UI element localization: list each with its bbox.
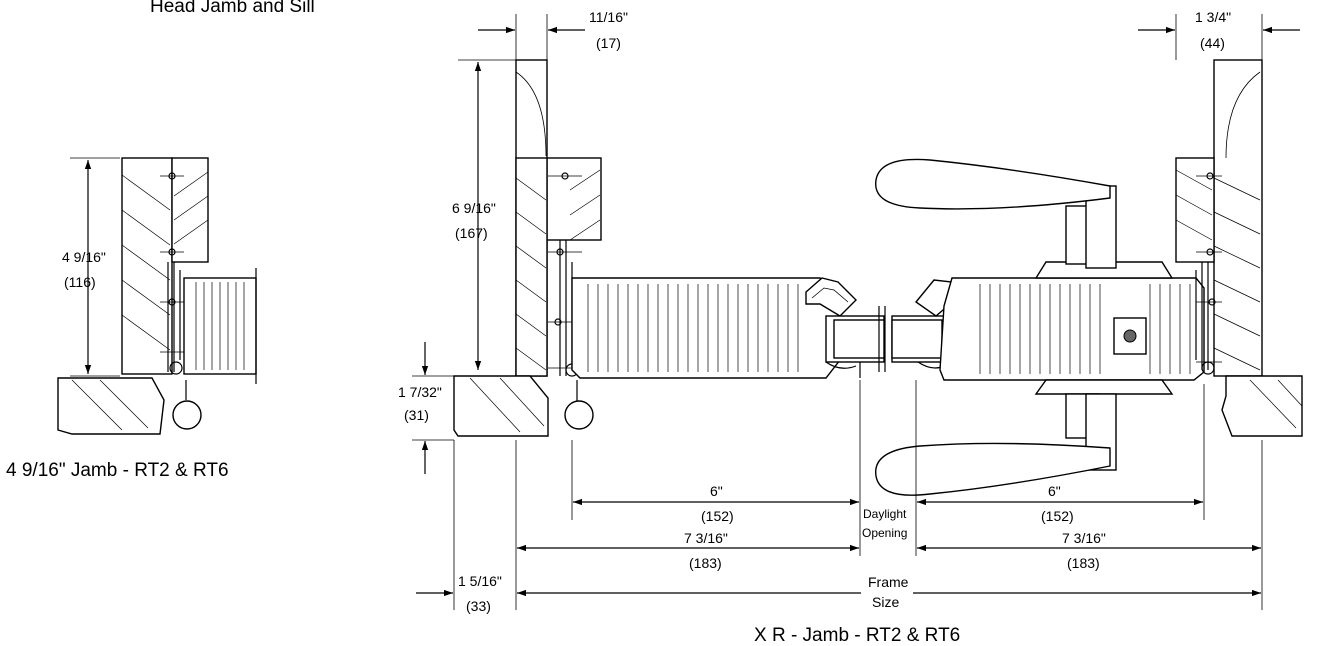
stop-width-mm: (17) (596, 35, 621, 51)
stop-width-in: 11/16" (589, 9, 628, 25)
right-jamb-width-in: 1 3/4" (1195, 9, 1231, 25)
right-jamb-width-mm: (44) (1200, 35, 1225, 51)
main-detail: 11/16" (17) 1 3/4" (44) 6 9/16" (167) 1 … (398, 9, 1303, 646)
left-frame-mm: (183) (689, 555, 722, 571)
left-sash-in: 6" (710, 483, 723, 499)
offset-in: 1 5/16" (458, 573, 502, 589)
frame-label-2: Size (872, 594, 899, 610)
right-sash-in: 6" (1048, 483, 1061, 499)
sill-height-in: 1 7/32" (398, 384, 442, 400)
left-height-in: 4 9/16" (62, 249, 106, 265)
left-height-mm: (116) (64, 274, 96, 290)
left-sash-mm: (152) (701, 508, 734, 524)
right-frame-mm: (183) (1067, 555, 1100, 571)
header-label: Head Jamb and Sill (150, 0, 315, 17)
left-jamb-height-in: 6 9/16" (452, 200, 496, 216)
right-frame-in: 7 3/16" (1062, 530, 1106, 546)
right-sash-mm: (152) (1041, 508, 1074, 524)
left-caption: 4 9/16" Jamb - RT2 & RT6 (6, 460, 229, 481)
main-caption: X R - Jamb - RT2 & RT6 (754, 625, 960, 646)
daylight-label-2: Opening (862, 526, 907, 540)
left-jamb-height-mm: (167) (455, 225, 488, 241)
frame-label-1: Frame (868, 574, 909, 590)
daylight-label-1: Daylight (863, 507, 907, 521)
left-detail: 4 9/16" (116) 4 9/16" Jamb - RT2 & RT6 (6, 157, 257, 481)
sill-height-mm: (31) (404, 407, 429, 423)
left-frame-in: 7 3/16" (684, 530, 728, 546)
offset-mm: (33) (466, 598, 491, 614)
